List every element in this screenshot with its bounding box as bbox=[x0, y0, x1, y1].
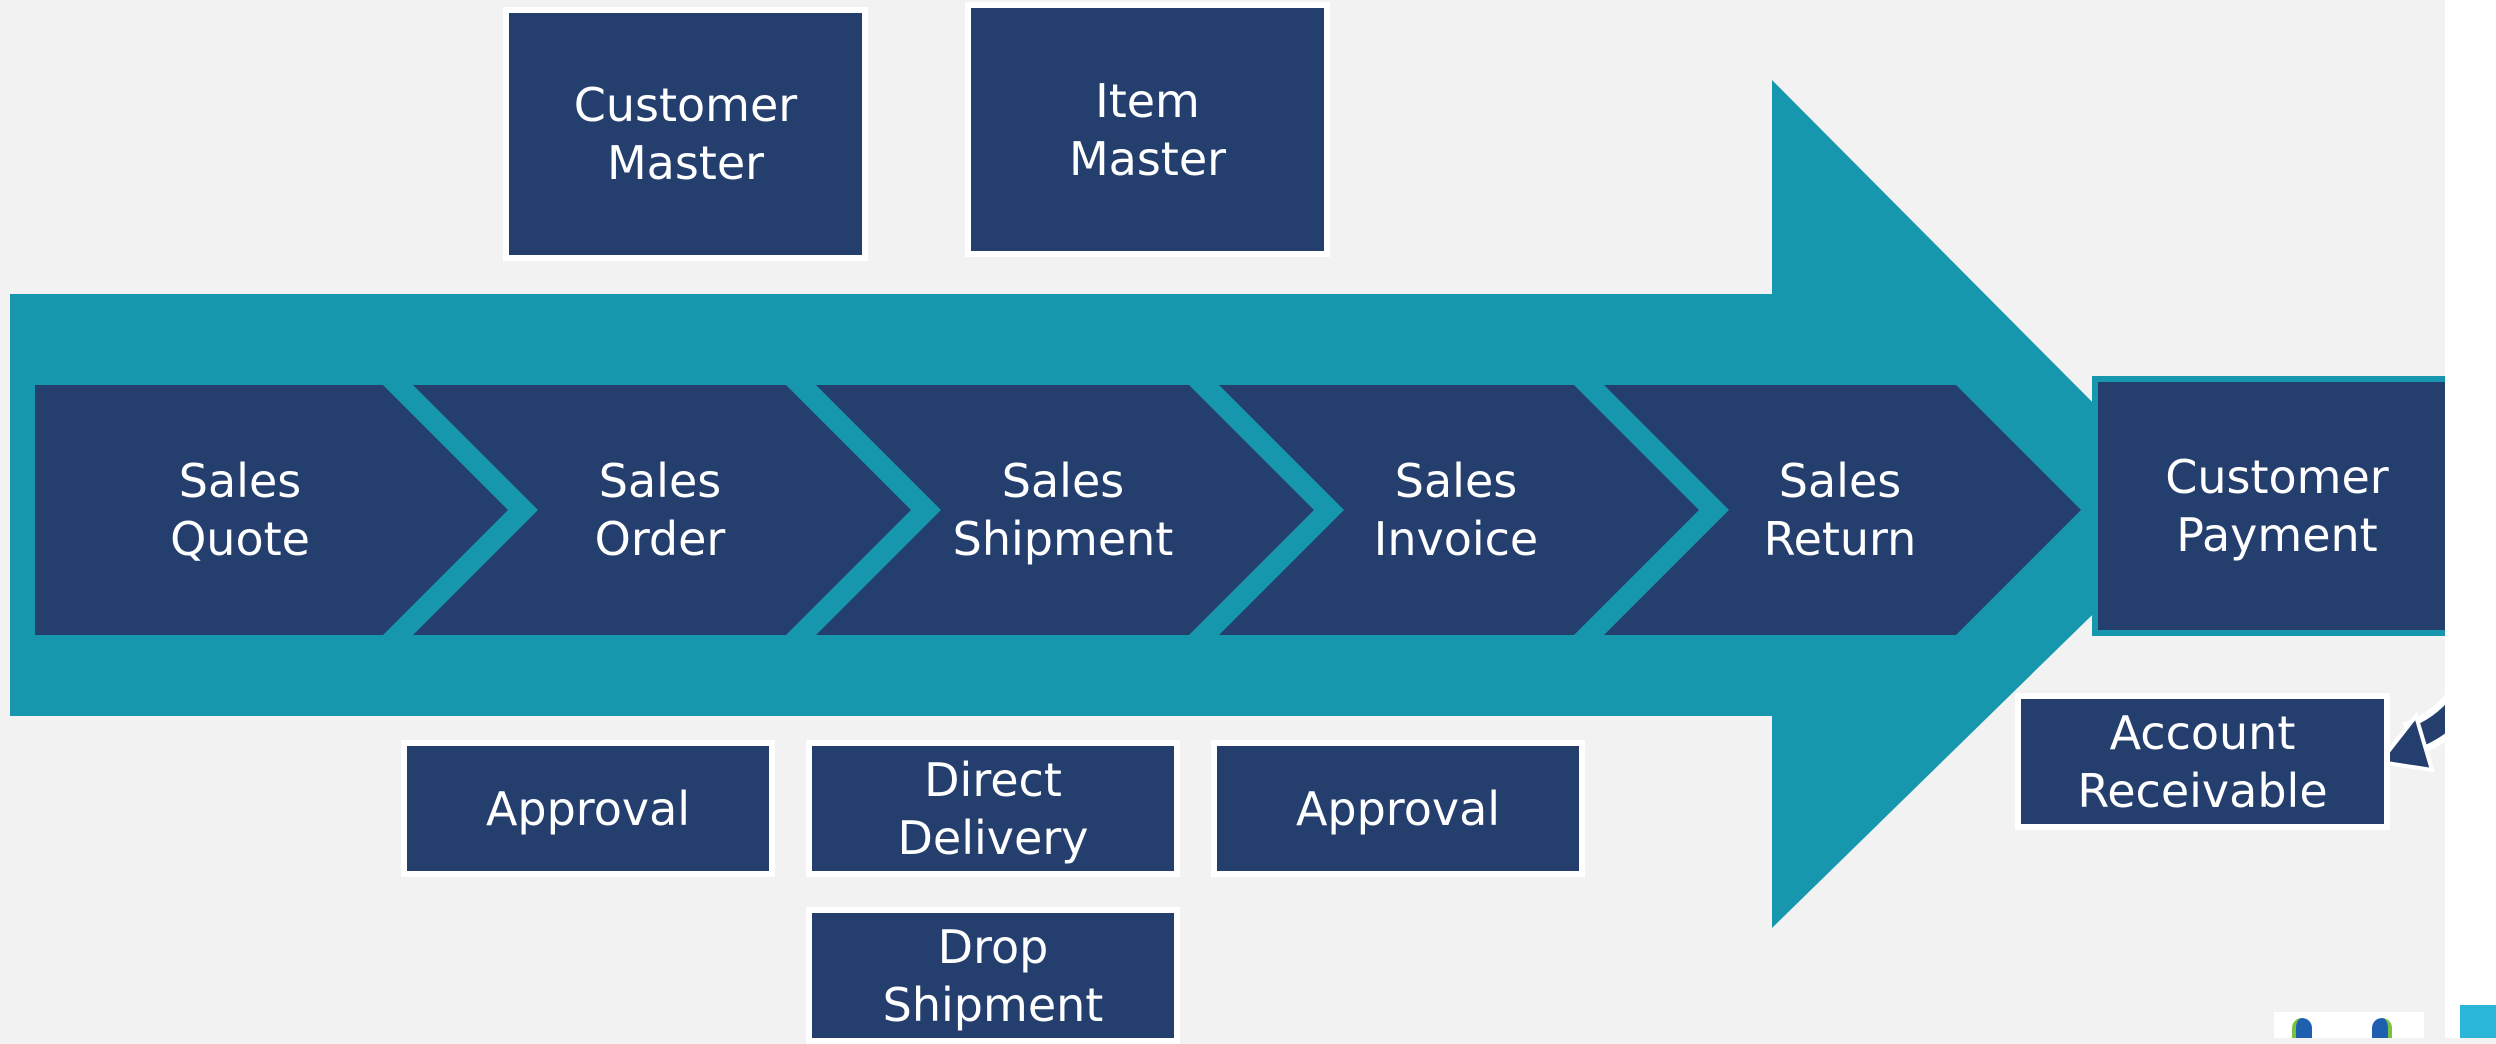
account-receivable-line2: Receivable bbox=[2077, 763, 2328, 818]
sales-quote-line1: Sales bbox=[178, 454, 302, 508]
logo-leaf-right-icon bbox=[2372, 1018, 2392, 1038]
customer-payment-line2: Payment bbox=[2176, 508, 2378, 562]
chevron-sales-return bbox=[1604, 385, 2081, 635]
item-master-line2: Master bbox=[1068, 131, 1227, 186]
sales-invoice-line1: Sales bbox=[1394, 454, 1518, 508]
order-approval-text: Approval bbox=[485, 781, 691, 836]
drop-shipment-line2: Shipment bbox=[882, 977, 1104, 1032]
logo-leaf-left-icon bbox=[2292, 1018, 2312, 1038]
sales-invoice-line2: Invoice bbox=[1373, 512, 1539, 566]
customer-payment-box: Customer Payment bbox=[2092, 376, 2462, 636]
account-receivable-line1: Account bbox=[2109, 705, 2296, 760]
item-master-line1: Item bbox=[1095, 73, 1200, 128]
corner-accent-square bbox=[2460, 1005, 2496, 1038]
sales-return-label: Sales Return bbox=[1680, 385, 2000, 635]
sales-invoice-label: Sales Invoice bbox=[1296, 385, 1616, 635]
order-approval-box: Approval bbox=[401, 740, 775, 877]
customer-master-line2: Master bbox=[606, 136, 765, 190]
chevron-sales-invoice bbox=[1219, 385, 1699, 635]
chevron-sales-order bbox=[413, 385, 911, 635]
account-receivable-box: Account Receivable bbox=[2015, 693, 2390, 830]
sales-shipment-label: Sales Shipment bbox=[903, 385, 1223, 635]
item-master-box: Item Master bbox=[965, 2, 1330, 257]
sales-quote-line2: Quote bbox=[170, 512, 310, 566]
sales-return-line2: Return bbox=[1763, 512, 1917, 566]
sales-return-line1: Sales bbox=[1778, 454, 1902, 508]
direct-delivery-line2: Delivery bbox=[897, 810, 1089, 865]
slide-edge-strip bbox=[2445, 0, 2496, 1038]
sales-quote-label: Sales Quote bbox=[35, 385, 445, 635]
invoice-approval-box: Approval bbox=[1211, 740, 1585, 877]
sales-shipment-line1: Sales bbox=[1001, 454, 1125, 508]
direct-delivery-box: Direct Delivery bbox=[806, 740, 1180, 877]
direct-delivery-line1: Direct bbox=[924, 752, 1062, 807]
customer-master-box: Customer Master bbox=[503, 7, 868, 261]
drop-shipment-line1: Drop bbox=[937, 919, 1049, 974]
customer-payment-line1: Customer bbox=[2165, 450, 2389, 504]
customer-master-line1: Customer bbox=[573, 78, 798, 132]
sales-order-line2: Order bbox=[594, 512, 726, 566]
sales-shipment-line2: Shipment bbox=[952, 512, 1174, 566]
sales-order-line1: Sales bbox=[598, 454, 722, 508]
drop-shipment-box: Drop Shipment bbox=[806, 907, 1180, 1044]
company-logo bbox=[2274, 1012, 2424, 1038]
chevron-sales-quote bbox=[35, 385, 508, 635]
chevron-sales-shipment bbox=[816, 385, 1314, 635]
invoice-approval-text: Approval bbox=[1295, 781, 1501, 836]
sales-order-label: Sales Order bbox=[500, 385, 820, 635]
